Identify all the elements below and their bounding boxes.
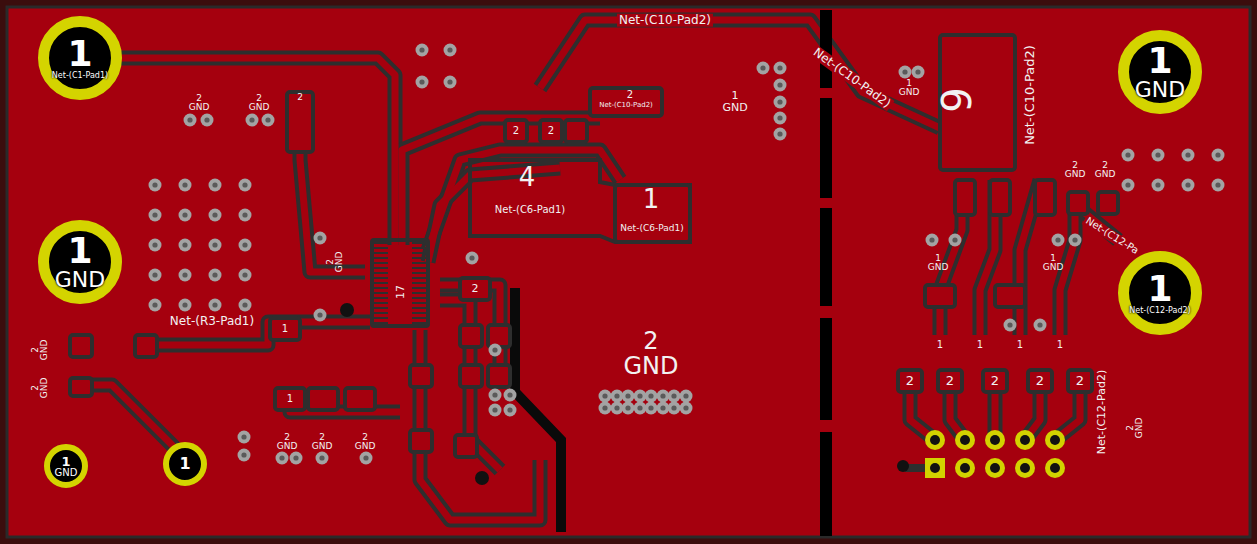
mounting-hole: 1Net-(C12-Pad2) [1118,251,1202,335]
pad-number: 1 [1017,340,1023,351]
pad-number: 2 [513,126,519,137]
pad-number: 2 [627,90,633,101]
pad-number: 1 [67,233,92,269]
net-label: Net-(C10-Pad2) [599,102,653,109]
pad-number: 2 GND [623,329,678,379]
pad-number: 1 [977,340,983,351]
pad-number: 2 GND [277,433,298,452]
net-label: GND [55,468,78,478]
net-label: Net-(C10-Pad2) [809,45,894,112]
pad-number: 2 [1036,374,1044,388]
mounting-hole: 1GND [38,220,122,304]
pad-number: 1 [1147,271,1172,307]
pad-number: 1 [61,455,70,468]
pad-number: 2 GND [31,340,50,361]
pad-number: 1 [67,36,92,72]
net-label: Net-(C12-Pa [1082,215,1142,258]
mounting-hole: 1GND [1118,30,1202,114]
net-label: Net-(C1-Pad1) [52,72,108,80]
pad-number: 1 [643,186,660,213]
pad-number: 2 [991,374,999,388]
net-label: Net-(C6-Pad1) [620,224,683,233]
net-label: Net-(C12-Pad2) [1096,370,1108,454]
net-label: GND [1135,79,1185,101]
mounting-hole: 1 [163,442,207,486]
net-label: Net-(C12-Pad2) [1129,307,1190,315]
pad-number: 2 GND [355,433,376,452]
net-label: Net-(C10-Pad2) [1023,45,1037,145]
pad-number: 1 GND [1043,254,1064,273]
pad-number: 2 GND [326,252,345,273]
pad-number: 2 [472,283,479,295]
pad-number: 1 [287,394,293,405]
pad-number: 1 GND [899,79,920,98]
net-label: Net-(C6-Pad1) [495,205,565,216]
pad-number: 2 GND [249,94,270,113]
pad-number: 2 GND [189,94,210,113]
pad-number: 1 GND [722,90,747,113]
pad-number: 2 [906,374,914,388]
pad-number: 1 [282,324,288,335]
pad-number: 1 GND [928,254,949,273]
pad-number: 1 [937,340,943,351]
mounting-hole: 1Net-(C1-Pad1) [38,16,122,100]
mounting-hole: 1GND [44,444,88,488]
net-label: Net-(R3-Pad1) [168,315,256,328]
pad-number: 2 [946,374,954,388]
pad-number: 2 GND [312,433,333,452]
net-label: Net-(C10-Pad2) [617,14,713,27]
pin-number: 17 [395,285,407,299]
pad-number: 1 [1057,340,1063,351]
pad-number: 2 [297,93,303,102]
pad-number: 1 [179,456,190,472]
pad-number: 2 [548,126,554,137]
pad-number: 4 [519,164,536,191]
pad-number: 6 [934,87,976,112]
pad-number: 2 [1076,374,1084,388]
pad-number: 1 [1147,43,1172,79]
pad-number: 2 GND [31,378,50,399]
pad-number: 2 GND [1126,418,1145,439]
net-label: GND [55,269,105,291]
pad-number: 2 GND [1065,161,1086,180]
pad-number: 2 GND [1095,161,1116,180]
